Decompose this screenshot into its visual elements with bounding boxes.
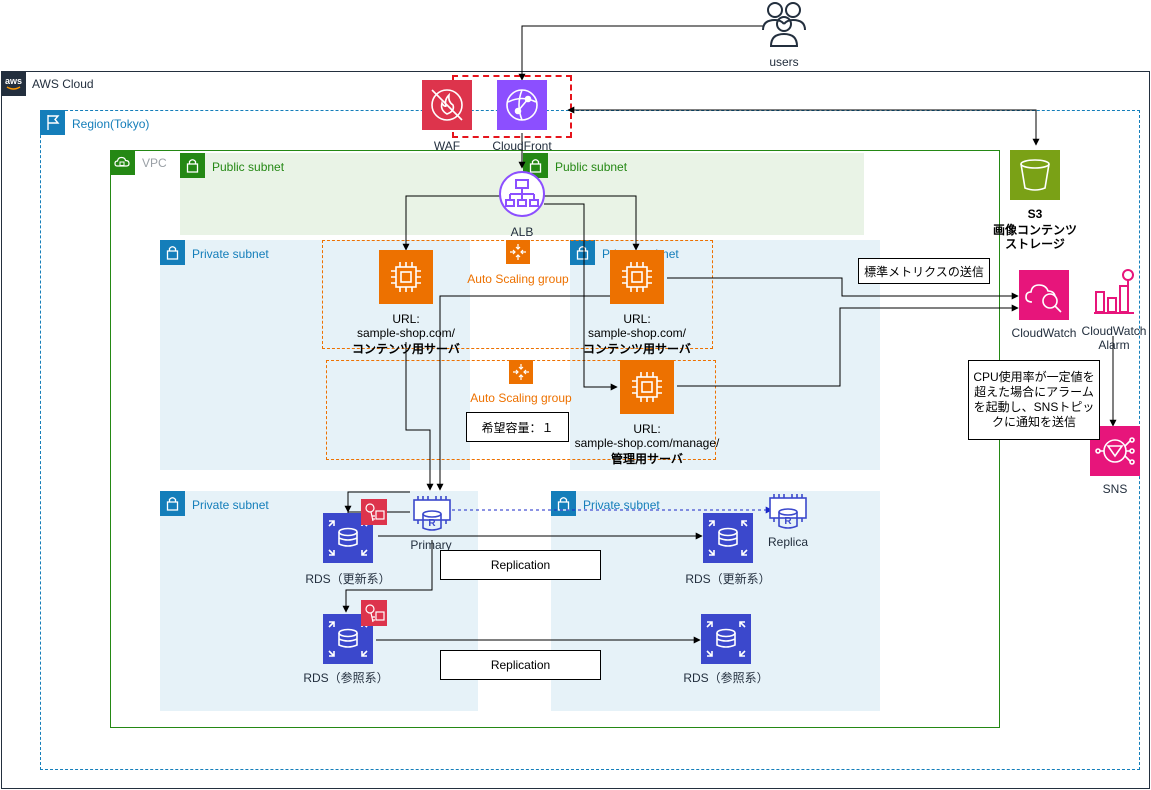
s3-bucket-icon [1010,150,1060,200]
auto-scaling-group-2-label: Auto Scaling group [470,391,572,405]
ec2-right-role: コンテンツ用サーバ [583,342,691,356]
cloudwatch-alarm-icon [1090,268,1138,318]
vpc-icon [110,150,135,175]
svg-text:R: R [784,516,792,527]
cloudwatch-icon [1019,270,1069,320]
ec2-left-role: コンテンツ用サーバ [352,342,460,356]
lock-icon [160,240,185,265]
users-icon [759,0,809,50]
replication-note-2: Replication [440,650,601,680]
replication-1-text: Replication [490,558,551,572]
waf-icon [422,80,472,130]
private-subnet-db-left-label: Private subnet [192,498,269,512]
ec2-left-url: URL: [392,312,420,326]
svg-text:R: R [428,518,436,529]
rds-ref-right-label: RDS（参照系） [683,671,769,685]
public-subnet-left-label: Public subnet [212,160,285,174]
s3-desc-line1: 画像コンテンツ [992,223,1077,237]
aws-logo-icon: aws [1,71,26,96]
desired-capacity-text: 希望容量：１ [481,420,554,435]
metrics-note-text: 標準メトリクスの送信 [864,264,984,279]
metrics-note: 標準メトリクスの送信 [858,258,990,284]
svg-text:aws: aws [5,76,22,86]
lock-icon [160,491,185,516]
lock-icon [570,240,595,265]
ec2-manage-url: URL: [633,422,661,436]
region-label: Region(Tokyo) [72,117,150,131]
s3-desc-line2: ストレージ [1005,237,1065,251]
auto-scaling-icon [509,360,533,384]
rds-replica-label: Replica [767,535,809,549]
iam-key-icon [361,499,387,525]
cloudwatch-label: CloudWatch [1011,326,1077,340]
cloudwatch-alarm-label-line1: CloudWatch [1081,324,1147,338]
private-subnet-db-right-label: Private subnet [583,498,660,512]
auto-scaling-group-1-label: Auto Scaling group [467,272,569,286]
rds-replica-icon: R [766,490,810,534]
ec2-manage-path: sample-shop.com/manage/ [574,436,720,450]
lock-icon [180,153,205,178]
ec2-left-path: sample-shop.com/ [356,326,456,340]
alb-icon[interactable] [498,170,546,218]
vpc-label: VPC [142,156,167,170]
ec2-right-url: URL: [623,312,651,326]
replication-2-text: Replication [490,658,551,672]
alarm-note-line1: CPU使用率が一定値を [973,370,1095,384]
rds-primary-label: Primary [410,538,452,552]
lock-icon [551,491,576,516]
waf-label: WAF [433,139,461,153]
ec2-instance-icon [610,250,664,304]
rds-primary-icon: R [410,492,454,536]
s3-label: S3 [1027,207,1043,221]
ec2-right-path: sample-shop.com/ [587,326,687,340]
alarm-note-line3: を起動し、SNSトピッ [973,400,1095,414]
rds-instance-icon [701,614,751,664]
rds-update-left-label: RDS（更新系） [305,572,391,586]
rds-ref-left-label: RDS（参照系） [303,671,389,685]
auto-scaling-icon [506,240,530,264]
alarm-note-line2: 超えた場合にアラーム [974,385,1094,399]
public-subnet-right-label: Public subnet [555,160,628,174]
cloudfront-icon [497,80,547,130]
rds-instance-icon [323,614,373,664]
region-flag-icon [40,110,65,135]
users-label: users [769,55,799,69]
cloudfront-label: CloudFront [492,139,552,153]
rds-update-right-label: RDS（更新系） [685,572,771,586]
alb-label: ALB [510,225,534,239]
cloudwatch-alarm-label-line2: Alarm [1098,338,1130,352]
ec2-instance-icon [620,360,674,414]
ec2-manage-role: 管理用サーバ [611,452,683,466]
desired-capacity-note: 希望容量：１ [466,412,569,442]
alarm-note-line4: クに通知を送信 [991,415,1076,429]
iam-key-icon [361,600,387,626]
private-subnet-db-left [160,491,478,711]
rds-instance-icon [703,513,753,563]
aws-cloud-label: AWS Cloud [32,77,94,91]
sns-label: SNS [1102,482,1128,496]
replication-note-1: Replication [440,550,601,580]
ec2-instance-icon [379,250,433,304]
aws-cloud-group [1,71,1150,789]
alarm-note: CPU使用率が一定値を 超えた場合にアラーム を起動し、SNSトピッ クに通知を… [968,360,1100,440]
private-subnet-app-left-label: Private subnet [192,247,269,261]
